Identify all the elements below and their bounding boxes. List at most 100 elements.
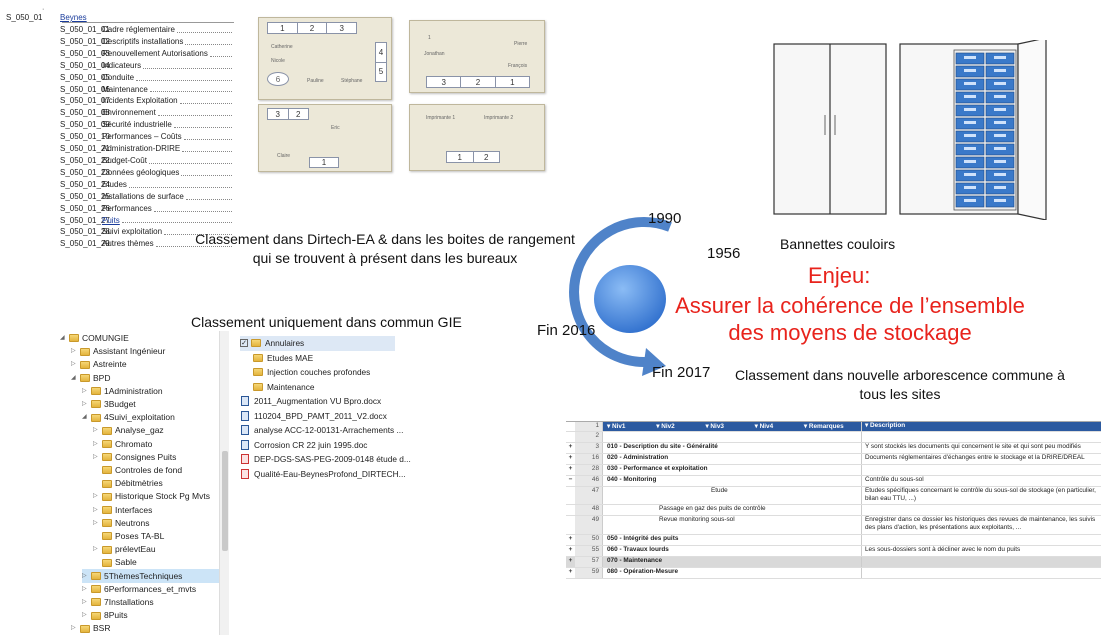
cell-niveau[interactable]: 080 - Opération-Mesure xyxy=(607,568,679,575)
file-item[interactable]: Corrosion CR 22 juin 1995.doc xyxy=(240,438,367,453)
cell-niveau[interactable]: ▾ Niv1▾ Niv2▾ Niv3▾ Niv4▾ Remarques xyxy=(603,422,861,431)
expand-arrow-icon[interactable]: ▷ xyxy=(71,348,76,355)
filter-dropdown-icon[interactable]: ▾ xyxy=(803,423,809,430)
cell-niveau[interactable]: Passage en gaz des puits de contrôle xyxy=(659,505,766,512)
cell-description[interactable] xyxy=(861,432,1101,442)
expand-arrow-icon[interactable]: ▷ xyxy=(82,572,87,579)
expand-arrow-icon[interactable]: ▷ xyxy=(93,546,98,553)
cell-description[interactable]: ▾ Description xyxy=(861,422,1101,431)
file-item[interactable]: DEP-DGS-SAS-PEG-2009-0148 étude d... xyxy=(240,452,411,467)
tree-item[interactable]: Poses TA-BL xyxy=(93,529,164,544)
cell-niveau[interactable]: 050 - Intégrité des puits xyxy=(607,535,679,542)
outline-toggle[interactable]: + xyxy=(568,443,573,450)
cell-niveau[interactable] xyxy=(603,432,861,442)
outline-toggle[interactable]: − xyxy=(568,476,573,483)
tree-item[interactable]: ▷1Administration xyxy=(82,384,163,399)
file-item[interactable]: ✓Annulaires xyxy=(240,336,395,351)
expand-arrow-icon[interactable]: ▷ xyxy=(93,506,98,513)
cell-description[interactable] xyxy=(861,535,1101,545)
tree-item[interactable]: ▷6Performances_et_mvts xyxy=(82,582,196,597)
tree-item[interactable]: ▷5ThèmesTechniques xyxy=(82,568,227,584)
expand-arrow-icon[interactable]: ◢ xyxy=(71,374,76,381)
expand-arrow-icon[interactable]: ▷ xyxy=(82,599,87,605)
tree-item[interactable]: ▷BSR xyxy=(71,621,110,635)
cell-niveau[interactable]: 020 - Administration xyxy=(607,454,669,461)
expand-arrow-icon[interactable]: ▷ xyxy=(71,625,76,632)
tree-item[interactable]: ▷Assistant Ingénieur xyxy=(71,344,165,359)
cell-niveau[interactable]: 040 - Monitoring xyxy=(607,476,657,483)
tree-item[interactable]: Sable xyxy=(93,555,137,570)
tree-item[interactable]: Controles de fond xyxy=(93,463,182,478)
expand-arrow-icon[interactable]: ▷ xyxy=(71,361,76,368)
cell-niveau[interactable]: 030 - Performance et exploitation xyxy=(607,465,708,472)
root-title-link[interactable]: Beynes xyxy=(60,13,87,22)
file-item[interactable]: analyse ACC-12-00131-Arrachements ... xyxy=(240,423,403,438)
tree-item[interactable]: ▷Neutrons xyxy=(93,516,150,531)
outline-toggle[interactable]: + xyxy=(568,465,573,472)
column-header-niv3[interactable]: ▾ Niv3 xyxy=(705,422,754,431)
file-item[interactable]: Qualité-Eau-BeynesProfond_DIRTECH... xyxy=(240,467,406,482)
filter-dropdown-icon[interactable]: ▾ xyxy=(607,423,612,430)
expand-arrow-icon[interactable]: ▷ xyxy=(93,440,98,447)
outline-toggle[interactable]: + xyxy=(568,568,573,575)
tree-item[interactable]: ▷3Budget xyxy=(82,397,136,412)
filter-dropdown-icon[interactable]: ▾ xyxy=(705,423,711,430)
tree-item[interactable]: ▷7Installations xyxy=(82,595,154,610)
cell-description[interactable]: Y sont stockés les documents qui concern… xyxy=(861,443,1101,453)
cell-description[interactable]: Enregistrer dans ce dossier les historiq… xyxy=(861,516,1101,534)
filter-dropdown-icon[interactable]: ▾ xyxy=(865,422,870,429)
file-item[interactable]: 110204_BPD_PAMT_2011_V2.docx xyxy=(240,409,387,424)
cell-description[interactable]: Documents réglementaires d'échanges entr… xyxy=(861,454,1101,464)
tree-item[interactable]: ▷Astreinte xyxy=(71,357,127,372)
tree-item[interactable]: ▷Analyse_gaz xyxy=(93,423,164,438)
cell-description[interactable] xyxy=(861,505,1101,515)
cell-niveau[interactable]: 010 - Description du site - Généralité xyxy=(607,443,718,450)
tree-item[interactable]: ◢4Suivi_exploitation xyxy=(82,410,175,425)
cell-niveau[interactable]: Revue monitoring sous-sol xyxy=(659,516,735,523)
tree-item[interactable]: ▷Chromato xyxy=(93,437,152,452)
checkbox-icon[interactable]: ✓ xyxy=(240,339,248,348)
cell-description[interactable] xyxy=(861,465,1101,475)
file-item[interactable]: 2011_Augmentation VU Bpro.docx xyxy=(240,394,381,409)
expand-arrow-icon[interactable]: ▷ xyxy=(93,427,98,434)
cell-description[interactable] xyxy=(861,568,1101,578)
expand-arrow-icon[interactable]: ◢ xyxy=(82,414,87,421)
outline-toggle[interactable]: + xyxy=(568,535,573,542)
tree-item[interactable]: ◢COMUNGIE xyxy=(60,331,129,346)
column-header-niv2[interactable]: ▾ Niv2 xyxy=(656,422,705,431)
cell-description[interactable] xyxy=(861,557,1101,567)
tree-item[interactable]: ▷Historique Stock Pg Mvts xyxy=(93,489,210,504)
tree-item[interactable]: ▷Interfaces xyxy=(93,503,152,518)
cell-niveau[interactable]: 070 - Maintenance xyxy=(607,557,663,564)
expand-arrow-icon[interactable]: ▷ xyxy=(93,493,98,500)
tree-item[interactable]: Débitmètries xyxy=(93,476,163,491)
tree-item[interactable]: ▷8Puits xyxy=(82,608,128,623)
filter-dropdown-icon[interactable]: ▾ xyxy=(754,423,760,430)
outline-toggle[interactable]: + xyxy=(568,454,573,461)
expand-arrow-icon[interactable]: ▷ xyxy=(93,519,98,526)
outline-toggle[interactable]: + xyxy=(568,546,573,553)
column-header-remarques[interactable]: ▾ Remarques xyxy=(804,422,861,431)
cell-description[interactable]: Contrôle du sous-sol xyxy=(861,476,1101,486)
file-item[interactable]: Etudes MAE xyxy=(253,351,313,366)
cell-description[interactable]: Les sous-dossiers sont à décliner avec l… xyxy=(861,546,1101,556)
expand-arrow-icon[interactable]: ▷ xyxy=(82,612,87,619)
file-item[interactable]: Maintenance xyxy=(253,380,315,395)
item-title[interactable]: Puits xyxy=(102,215,120,225)
file-item[interactable]: Injection couches profondes xyxy=(253,365,370,380)
tree-scrollbar[interactable] xyxy=(219,331,229,635)
expand-arrow-icon[interactable]: ◢ xyxy=(60,335,65,341)
expand-arrow-icon[interactable]: ▷ xyxy=(82,401,87,407)
expand-arrow-icon[interactable]: ▷ xyxy=(82,387,87,394)
cell-niveau[interactable]: Etude xyxy=(711,487,728,494)
column-header-niv1[interactable]: ▾ Niv1 xyxy=(607,422,656,431)
filter-dropdown-icon[interactable]: ▾ xyxy=(656,423,662,430)
cell-niveau[interactable]: 060 - Travaux lourds xyxy=(607,546,669,553)
tree-item[interactable]: ▷Consignes Puits xyxy=(93,450,176,465)
tree-item[interactable]: ◢BPD xyxy=(71,371,110,386)
scrollbar-thumb[interactable] xyxy=(222,451,228,551)
column-header-niv4[interactable]: ▾ Niv4 xyxy=(755,422,804,431)
expand-arrow-icon[interactable]: ▷ xyxy=(93,453,98,460)
expand-arrow-icon[interactable]: ▷ xyxy=(82,585,87,592)
